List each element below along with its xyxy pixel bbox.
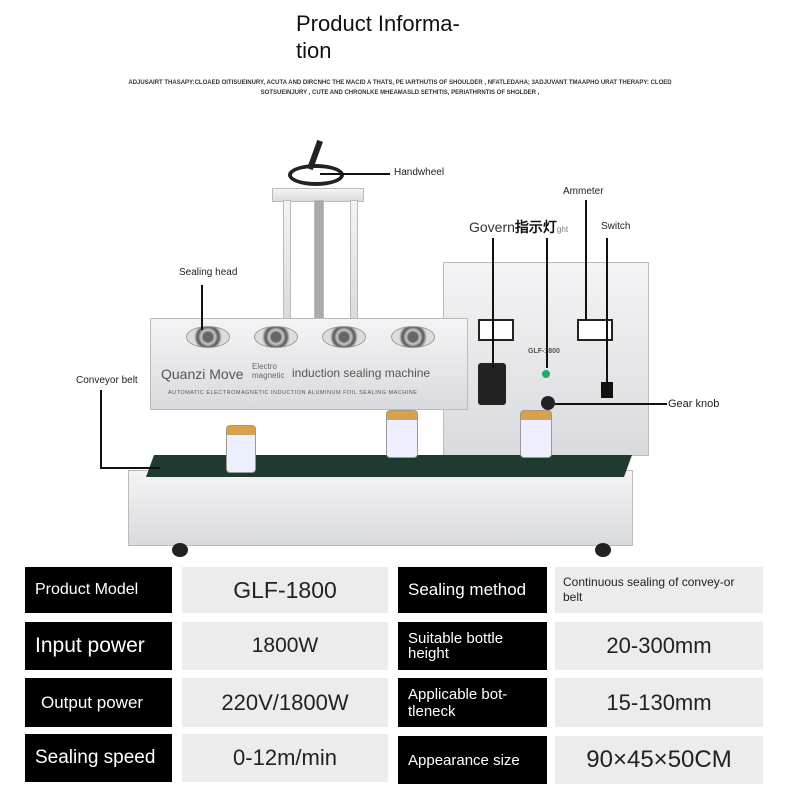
machine-overlay: Electro magnetic [252,362,285,380]
callout-governor: Govern指示灯ght [469,217,568,237]
spec-value: Continuous sealing of convey-or belt [555,567,763,613]
callout-line [492,238,494,368]
callout-line [555,403,667,405]
callout-ammeter: Ammeter [563,186,604,197]
governor-display [478,319,514,341]
spec-value: 90×45×50CM [555,736,763,784]
fan-icon [254,326,298,348]
callout-line [546,238,548,368]
spec-label: Applicable bot-tleneck [398,678,547,727]
spec-value: 15-130mm [555,678,763,727]
callout-line [100,390,102,468]
wheel [595,543,611,557]
callout-gear-knob: Gear knob [668,398,720,410]
spec-label: Input power [25,622,172,670]
callout-switch: Switch [601,221,631,232]
spec-value: 1800W [182,622,388,670]
handwheel-icon [288,164,344,186]
lead-screw [314,200,324,320]
spec-value: 20-300mm [555,622,763,670]
callout-conveyor-belt: Conveyor belt [76,375,138,386]
subtitle-text: ADJUSAIRT THASAPY:CLOAED OITISUEINURY, A… [128,80,672,96]
spec-label: Appearance size [398,736,547,784]
spec-label: Sealing method [398,567,547,613]
indicator-light [542,370,550,378]
callout-line [585,200,587,320]
machine-tagline: AUTOMATIC ELECTROMAGNETIC INDUCTION ALUM… [168,390,418,396]
indicator-suffix: ght [556,225,569,234]
machine-brand: Quanzi Move [161,366,244,382]
page-title: Product Informa- tion [296,11,460,63]
bottle [386,410,418,458]
spec-value: 0-12m/min [182,734,388,782]
panel-model: GLF-1800 [528,348,560,355]
fan-icon [322,326,366,348]
spec-label: Sealing speed [25,734,172,782]
fan-icon [391,326,435,348]
spec-value: 220V/1800W [182,678,388,727]
callout-line [100,467,160,469]
callout-line [320,173,390,175]
bottle [226,425,256,473]
pillar [350,200,358,320]
ammeter-display [577,319,613,341]
conveyor-belt [145,455,633,477]
machine-name: induction sealing machine [292,366,431,380]
governor-dial [478,363,506,405]
indicator-label: 指示灯 [514,219,557,235]
fan-icon [186,326,230,348]
bottle [520,410,552,458]
switch-button [601,382,613,398]
spec-value: GLF-1800 [182,567,388,613]
gear-knob [541,396,555,410]
callout-line [606,238,608,383]
pillar [283,200,291,320]
spec-label: Suitable bottle height [398,622,547,670]
callout-sealing-head: Sealing head [179,267,238,278]
governor-label: Govern [469,219,515,235]
spec-label: Output power [25,678,172,727]
callout-line [201,285,203,330]
conveyor-base [128,470,633,546]
wheel [172,543,188,557]
spec-label: Product Model [25,567,172,613]
callout-handwheel: Handwheel [394,167,445,178]
